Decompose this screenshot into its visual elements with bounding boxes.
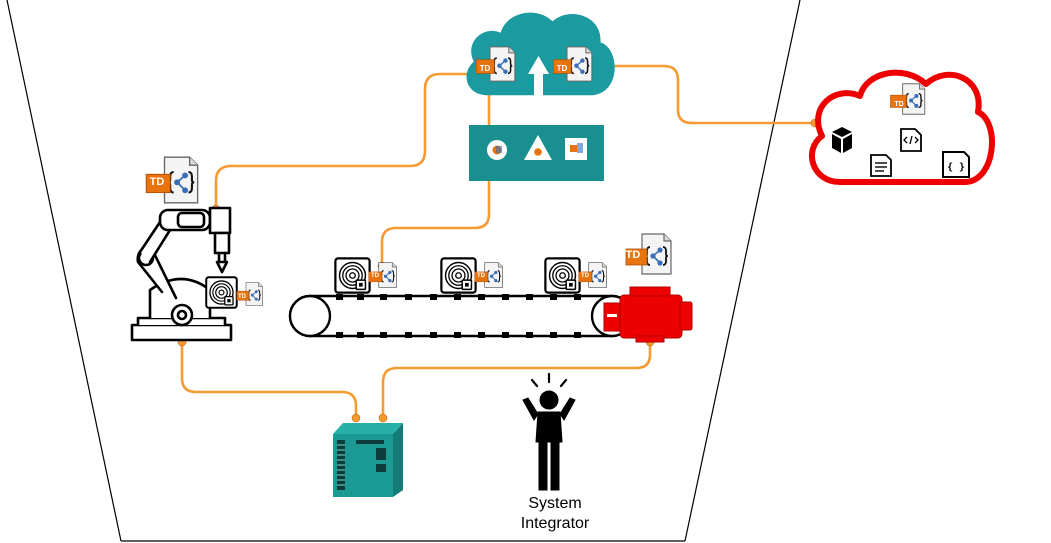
svg-text:{ }: { } [947,162,965,173]
person-label-line1: System [528,495,581,512]
upload-arrow-icon [528,56,549,126]
conveyor-belt-icon [288,294,634,338]
hard-disk-icon [440,257,477,294]
package-icon [832,127,852,153]
td-label: TD [371,273,380,279]
td-labels: TD TD TD TD TD TD TD TD TD [150,64,904,300]
connector-conveyor-cloud [380,89,491,266]
td-label: TD [894,101,903,108]
td-label: TD [557,64,568,73]
hard-disk-icon [205,276,238,309]
motor-icon [603,286,693,343]
endpoint-dot [351,413,361,423]
json-file-icon: { } [942,151,970,178]
code-file-icon [900,128,922,152]
directory-entry-icon [524,135,552,160]
td-label: TD [238,294,247,300]
hard-disk-icon [334,257,371,294]
td-label: TD [477,273,486,279]
person-label-line2: Integrator [521,515,590,532]
person-icon [522,372,576,491]
td-label: TD [480,64,491,73]
connector-robot-plc [180,342,358,418]
td-label: TD [150,176,165,188]
connector-motor-plc [381,342,652,418]
hard-disk-icon [544,257,581,294]
teal-cloud [466,12,615,181]
td-label: TD [581,273,590,279]
td-label: TD [626,249,641,261]
perspective-frame [6,0,801,542]
robot-arm-icon [130,206,233,342]
connector-robot-cloud [214,72,482,210]
text-file-icon [870,154,892,177]
connector-cloud-redcloud [591,64,815,125]
connectors [180,64,815,418]
endpoint-dot [378,413,388,423]
red-cloud: { } [809,69,995,185]
directory-entries [487,135,587,160]
plc-controller-icon [333,423,403,497]
